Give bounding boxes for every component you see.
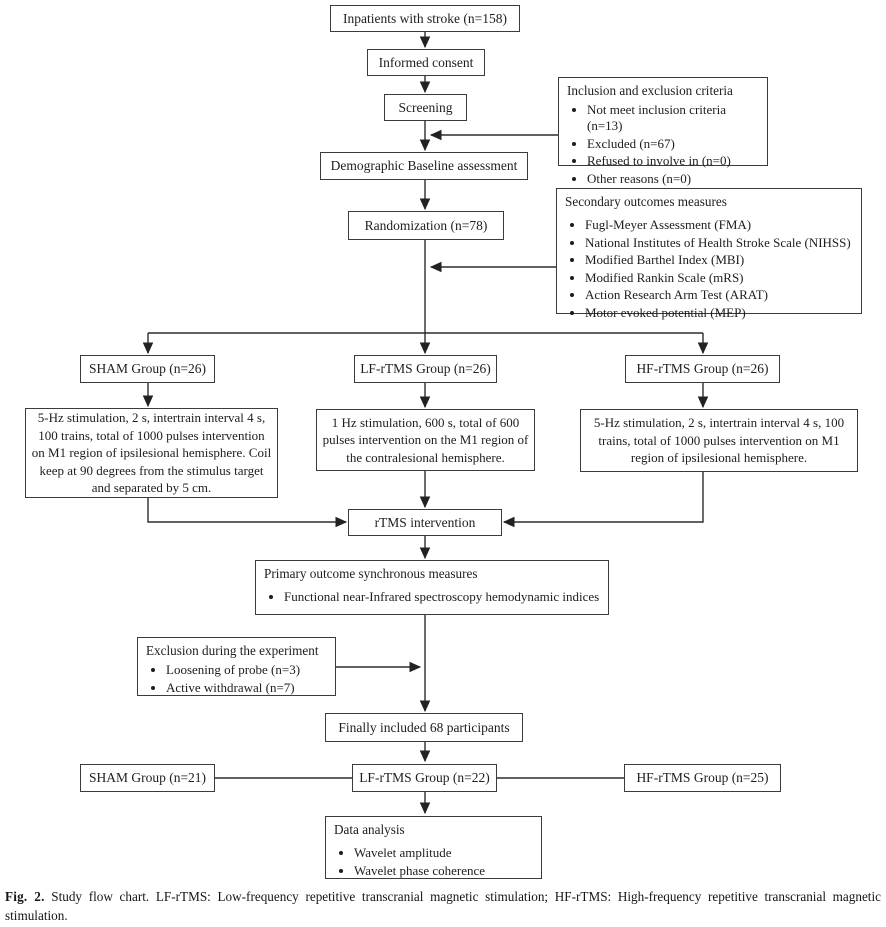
node-exclusion-during-experiment: Exclusion during the experiment Loosenin… xyxy=(137,637,336,696)
bullet-item: Modified Barthel Index (MBI) xyxy=(585,252,855,268)
node-demographic-baseline-assessment: Demographic Baseline assessment xyxy=(320,152,528,180)
node-label: Inpatients with stroke (n=158) xyxy=(343,10,507,26)
bullet-item: Fugl-Meyer Assessment (FMA) xyxy=(585,217,855,233)
figure-caption: Fig. 2. Study flow chart. LF-rTMS: Low-f… xyxy=(5,888,881,925)
bullet-item: Not meet inclusion criteria (n=13) xyxy=(587,102,761,134)
node-label: Informed consent xyxy=(378,54,474,70)
bullet-list: Loosening of probe (n=3) Active withdrawa… xyxy=(145,662,329,696)
node-secondary-outcomes-measures: Secondary outcomes measures Fugl-Meyer A… xyxy=(556,188,862,320)
bullet-item: Functional near-Infrared spectroscopy he… xyxy=(284,589,602,605)
bullet-item: Refused to involve in (n=0) xyxy=(587,153,761,169)
bullet-list: Not meet inclusion criteria (n=13) Exclud… xyxy=(566,102,761,187)
node-inpatients-with-stroke: Inpatients with stroke (n=158) xyxy=(330,5,520,32)
node-hf-protocol: 5-Hz stimulation, 2 s, intertrain interv… xyxy=(580,409,858,472)
node-data-analysis: Data analysis Wavelet amplitudeWavelet p… xyxy=(325,816,542,879)
node-sham-group-n21: SHAM Group (n=21) xyxy=(80,764,215,792)
node-label: HF-rTMS Group (n=25) xyxy=(636,770,769,786)
node-title: Primary outcome synchronous measures xyxy=(264,566,478,581)
node-screening: Screening xyxy=(384,94,467,121)
node-lf-rtms-group-n26: LF-rTMS Group (n=26) xyxy=(354,355,497,383)
bullet-list: Fugl-Meyer Assessment (FMA) National Inst… xyxy=(564,217,855,321)
node-label: Finally included 68 participants xyxy=(338,719,510,735)
node-title: Exclusion during the experiment xyxy=(146,643,319,658)
connector-hfproto-rtms xyxy=(502,472,704,528)
node-label: HF-rTMS Group (n=26) xyxy=(636,361,769,377)
caption-text: Study flow chart. LF-rTMS: Low-frequency… xyxy=(5,889,881,923)
bullet-item: Other reasons (n=0) xyxy=(587,171,761,187)
node-label: LF-rTMS Group (n=22) xyxy=(359,770,490,786)
node-title: Inclusion and exclusion criteria xyxy=(567,83,733,98)
node-label: Screening xyxy=(398,99,453,115)
bullet-list: Wavelet amplitudeWavelet phase coherence xyxy=(333,845,535,879)
node-label: Demographic Baseline assessment xyxy=(330,158,518,174)
node-title: Data analysis xyxy=(334,822,405,837)
bullet-item: Action Research Arm Test (ARAT) xyxy=(585,287,855,303)
node-label: SHAM Group (n=26) xyxy=(88,361,207,377)
bullet-item: Wavelet amplitude xyxy=(354,845,535,861)
bullet-item: Motor evoked potential (MEP) xyxy=(585,305,855,321)
bullet-item: Modified Rankin Scale (mRS) xyxy=(585,270,855,286)
node-primary-outcome-measures: Primary outcome synchronous measures Fun… xyxy=(255,560,609,615)
node-randomization: Randomization (n=78) xyxy=(348,211,504,240)
bullet-item: National Institutes of Health Stroke Sca… xyxy=(585,235,855,251)
node-finally-included: Finally included 68 participants xyxy=(325,713,523,742)
node-label: 5-Hz stimulation, 2 s, intertrain interv… xyxy=(593,415,845,466)
node-label: 5-Hz stimulation, 2 s, intertrain interv… xyxy=(31,410,272,496)
node-label: LF-rTMS Group (n=26) xyxy=(360,361,491,377)
bullet-item: Excluded (n=67) xyxy=(587,136,761,152)
node-label: Randomization (n=78) xyxy=(364,217,488,233)
caption-label: Fig. 2. xyxy=(5,889,45,904)
node-inclusion-exclusion-criteria: Inclusion and exclusion criteria Not mee… xyxy=(558,77,768,186)
node-sham-protocol: 5-Hz stimulation, 2 s, intertrain interv… xyxy=(25,408,278,498)
node-title: Secondary outcomes measures xyxy=(565,194,727,209)
node-rtms-intervention: rTMS intervention xyxy=(348,509,502,536)
node-label: rTMS intervention xyxy=(374,514,476,530)
node-lf-rtms-group-n22: LF-rTMS Group (n=22) xyxy=(352,764,497,792)
bullet-item: Active withdrawal (n=7) xyxy=(166,680,329,696)
bullet-item: Loosening of probe (n=3) xyxy=(166,662,329,678)
node-sham-group-n26: SHAM Group (n=26) xyxy=(80,355,215,383)
node-lf-protocol: 1 Hz stimulation, 600 s, total of 600 pu… xyxy=(316,409,535,471)
bullet-item: Wavelet phase coherence xyxy=(354,863,535,879)
node-label: SHAM Group (n=21) xyxy=(88,770,207,786)
connector-shamproto-rtms xyxy=(147,498,348,528)
bullet-list: Functional near-Infrared spectroscopy he… xyxy=(263,589,602,605)
node-hf-rtms-group-n25: HF-rTMS Group (n=25) xyxy=(624,764,781,792)
node-hf-rtms-group-n26: HF-rTMS Group (n=26) xyxy=(625,355,780,383)
node-label: 1 Hz stimulation, 600 s, total of 600 pu… xyxy=(322,414,529,465)
node-informed-consent: Informed consent xyxy=(367,49,485,76)
